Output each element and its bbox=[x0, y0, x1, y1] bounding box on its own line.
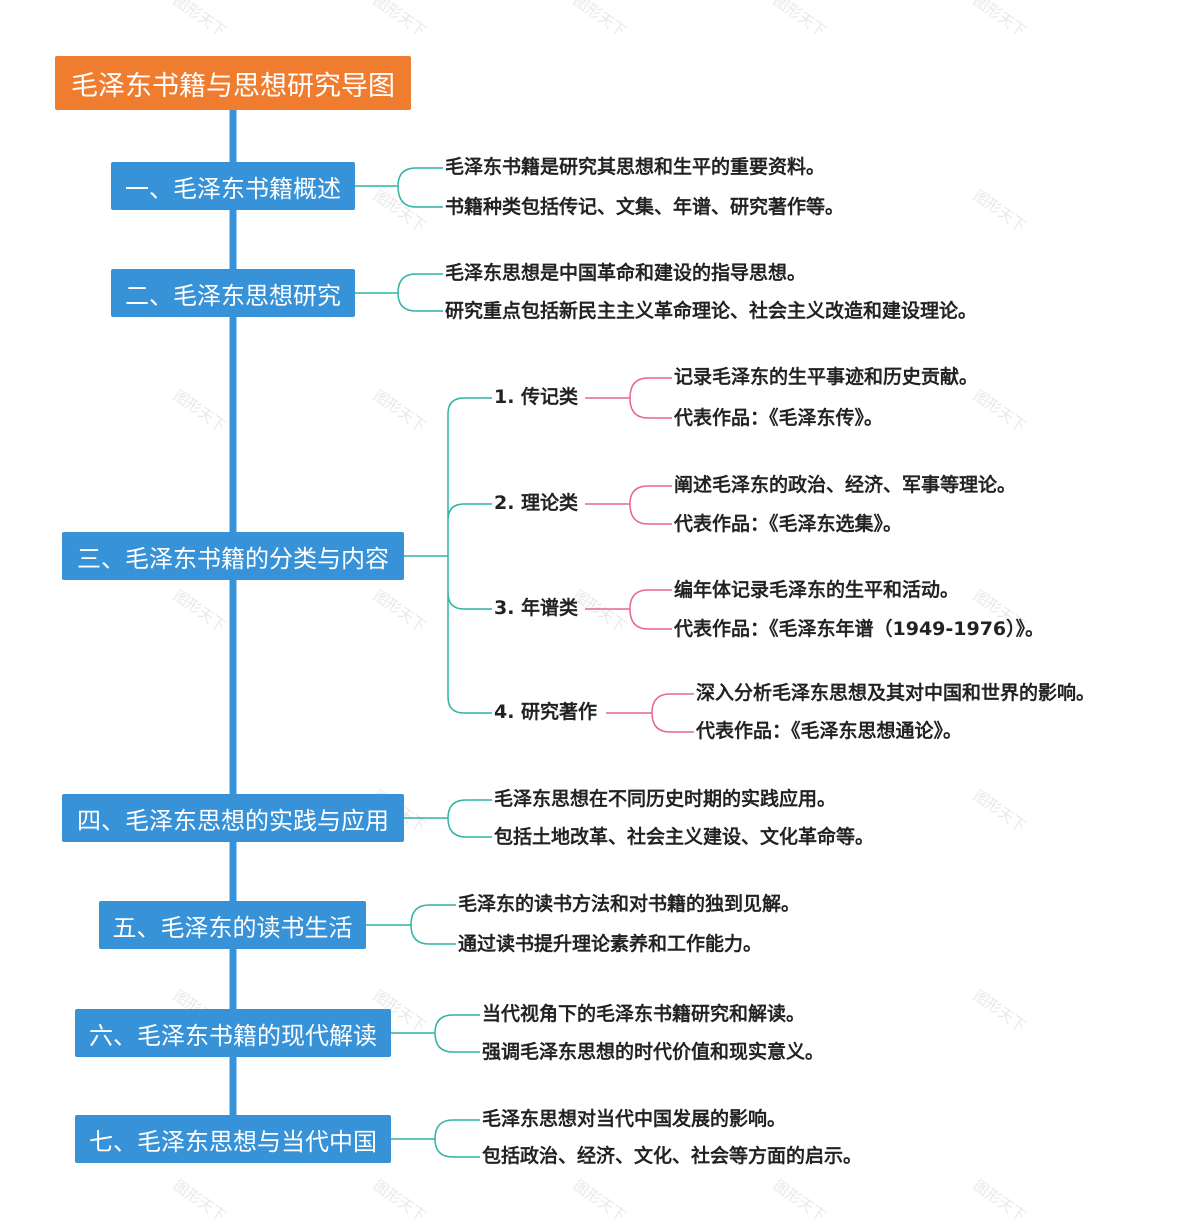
section-7-point-2: 包括政治、经济、文化、社会等方面的启示。 bbox=[482, 1145, 863, 1167]
category-3-point-1: 编年体记录毛泽东的生平和活动。 bbox=[674, 579, 960, 601]
section-6-point-1: 当代视角下的毛泽东书籍研究和解读。 bbox=[482, 1003, 806, 1025]
section-node-2: 二、毛泽东思想研究 bbox=[111, 269, 355, 317]
section-1-point-1: 毛泽东书籍是研究其思想和生平的重要资料。 bbox=[445, 156, 826, 178]
category-4-point-2: 代表作品：《毛泽东思想通论》。 bbox=[696, 720, 963, 742]
category-2-point-1: 阐述毛泽东的政治、经济、军事等理论。 bbox=[674, 474, 1017, 496]
section-node-6: 六、毛泽东书籍的现代解读 bbox=[75, 1009, 391, 1057]
connector-cat1 bbox=[585, 377, 672, 419]
section-4-point-1: 毛泽东思想在不同历史时期的实践应用。 bbox=[494, 788, 837, 810]
connector-sec4 bbox=[404, 799, 492, 838]
section-5-point-2: 通过读书提升理论素养和工作能力。 bbox=[458, 933, 763, 955]
connector-sec2 bbox=[355, 273, 443, 312]
section-node-7: 七、毛泽东思想与当代中国 bbox=[75, 1115, 391, 1163]
category-biography: 1. 传记类 bbox=[494, 386, 579, 408]
connector-sec7 bbox=[391, 1119, 480, 1158]
section-node-3: 三、毛泽东书籍的分类与内容 bbox=[62, 532, 404, 580]
section-node-1: 一、毛泽东书籍概述 bbox=[111, 162, 355, 210]
category-theory: 2. 理论类 bbox=[494, 492, 579, 514]
category-4-point-1: 深入分析毛泽东思想及其对中国和世界的影响。 bbox=[696, 682, 1096, 704]
connector-sec5 bbox=[366, 904, 456, 945]
connector-sec3 bbox=[404, 397, 492, 714]
connector-sec6 bbox=[391, 1014, 480, 1053]
section-4-point-2: 包括土地改革、社会主义建设、文化革命等。 bbox=[494, 826, 875, 848]
category-3-point-2: 代表作品：《毛泽东年谱（1949-1976）》。 bbox=[674, 618, 1045, 640]
category-2-point-2: 代表作品：《毛泽东选集》。 bbox=[674, 513, 903, 535]
section-6-point-2: 强调毛泽东思想的时代价值和现实意义。 bbox=[482, 1041, 825, 1063]
connector-sec1 bbox=[355, 167, 443, 208]
root-topic: 毛泽东书籍与思想研究导图 bbox=[55, 56, 411, 110]
connector-cat3 bbox=[585, 589, 672, 630]
section-1-point-2: 书籍种类包括传记、文集、年谱、研究著作等。 bbox=[445, 196, 845, 218]
section-2-point-2: 研究重点包括新民主主义革命理论、社会主义改造和建设理论。 bbox=[445, 300, 978, 322]
category-1-point-1: 记录毛泽东的生平事迹和历史贡献。 bbox=[674, 366, 979, 388]
section-7-point-1: 毛泽东思想对当代中国发展的影响。 bbox=[482, 1108, 787, 1130]
section-node-5: 五、毛泽东的读书生活 bbox=[99, 901, 366, 949]
section-node-4: 四、毛泽东思想的实践与应用 bbox=[62, 794, 404, 842]
section-5-point-1: 毛泽东的读书方法和对书籍的独到见解。 bbox=[458, 893, 801, 915]
section-2-point-1: 毛泽东思想是中国革命和建设的指导思想。 bbox=[445, 262, 807, 284]
category-chronicle: 3. 年谱类 bbox=[494, 597, 579, 619]
connector-cat4 bbox=[606, 693, 694, 733]
connector-cat2 bbox=[585, 485, 672, 525]
category-research: 4. 研究著作 bbox=[494, 701, 598, 723]
category-1-point-2: 代表作品：《毛泽东传》。 bbox=[674, 407, 884, 429]
